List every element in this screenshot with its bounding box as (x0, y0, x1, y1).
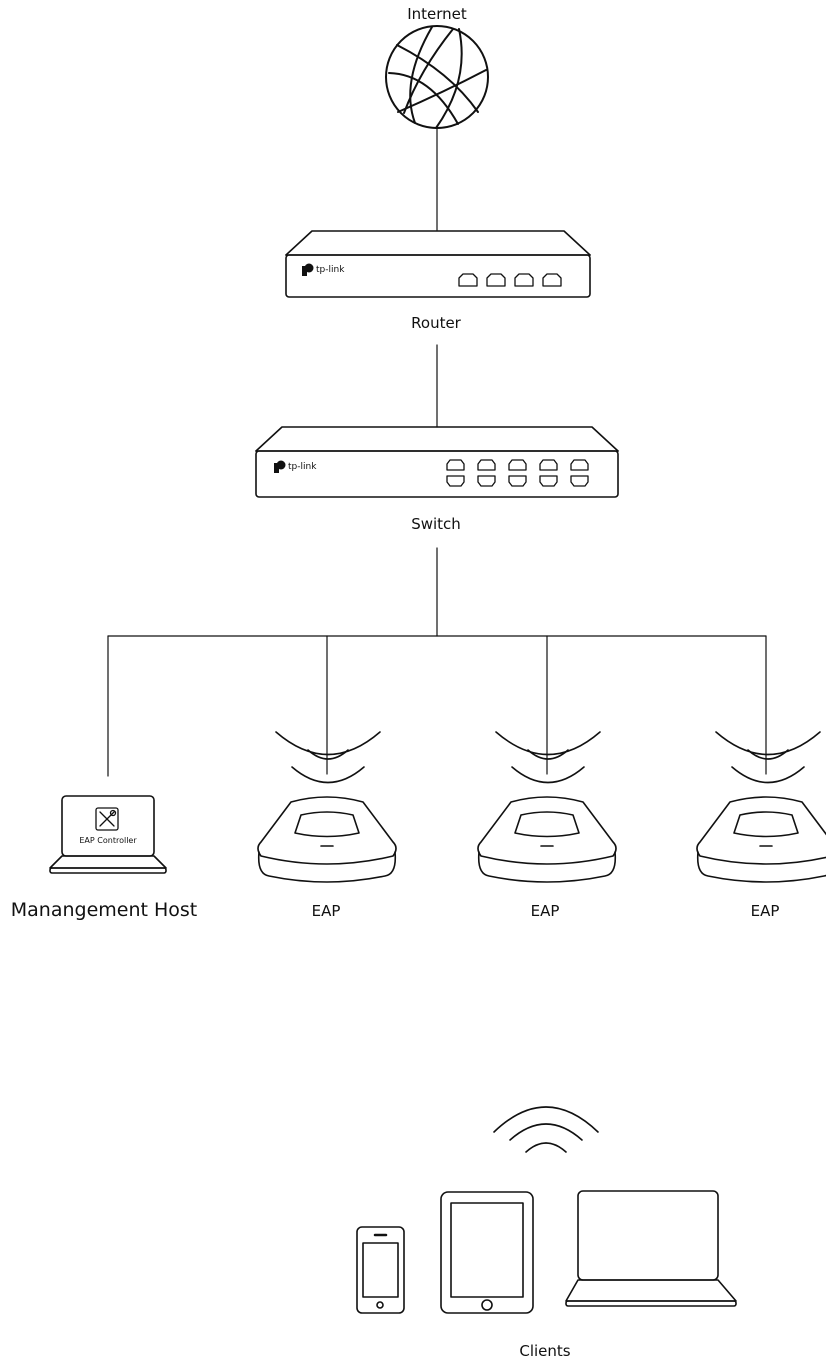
globe-icon (385, 25, 489, 129)
tools-icon (95, 807, 119, 831)
tp-link-logo-icon (274, 460, 286, 473)
eap-label-1: EAP (311, 902, 341, 920)
router-label: Router (411, 314, 461, 332)
switch-ports (446, 459, 589, 487)
router-brand: tp-link (316, 265, 345, 275)
access-point-icon (257, 796, 397, 883)
access-point-icon (477, 796, 617, 883)
phone-icon (356, 1226, 405, 1314)
switch-icon: tp-link (255, 426, 619, 498)
switch-brand: tp-link (288, 462, 317, 472)
controller-screen-text: EAP Controller (79, 836, 137, 845)
tp-link-logo-icon (302, 263, 314, 276)
laptop-icon (565, 1190, 737, 1307)
internet-label: Internet (407, 5, 467, 23)
tablet-icon (440, 1191, 534, 1314)
router-ports (458, 273, 562, 287)
router-icon: tp-link (285, 230, 591, 298)
wifi-signal-icon (275, 731, 381, 784)
eap-label-3: EAP (750, 902, 780, 920)
clients-label: Clients (519, 1342, 571, 1360)
laptop-icon: EAP Controller (49, 795, 167, 874)
switch-label: Switch (411, 515, 461, 533)
eap-label-2: EAP (530, 902, 560, 920)
wifi-signal-icon (715, 731, 821, 784)
access-point-icon (696, 796, 826, 883)
connection-lines (107, 127, 767, 777)
wifi-signal-icon (493, 1106, 599, 1153)
wifi-signal-icon (495, 731, 601, 784)
management-host-label: Manangement Host (10, 899, 198, 921)
